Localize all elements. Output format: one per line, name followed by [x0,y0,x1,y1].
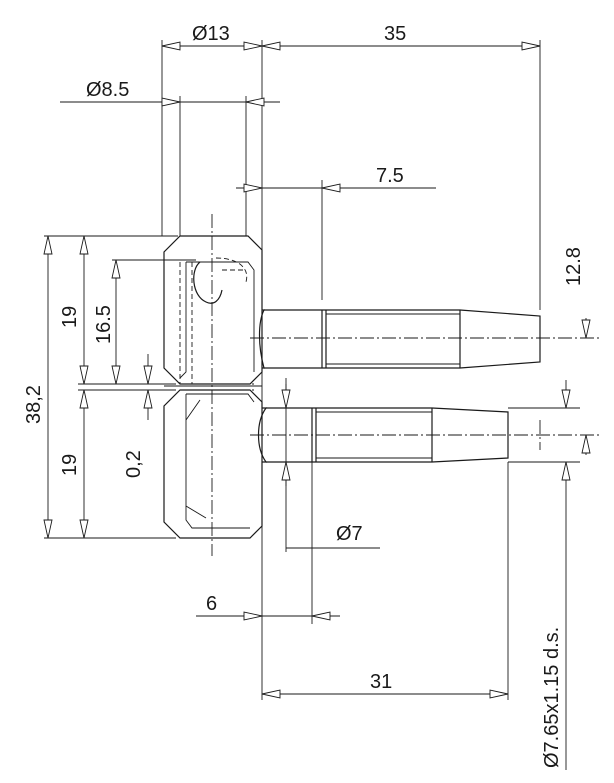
dim-label-12-8: 12.8 [563,247,585,286]
dim-label-d7: Ø7 [336,523,363,545]
dim-label-6: 6 [206,593,217,615]
dimension-lines [43,41,591,770]
dim-label-19-top: 19 [59,306,81,328]
dim-label-16-5: 16.5 [93,305,115,344]
dim-label-thread: Ø7.65x1.15 d.s. [541,627,563,768]
hinge-body [163,235,263,539]
dim-label-38-2: 38,2 [23,385,45,424]
center-lines [211,214,600,556]
dim-label-31: 31 [370,671,392,693]
dim-label-7-5: 7.5 [376,165,404,187]
dim-label-d8-5: Ø8.5 [86,79,129,101]
extension-lines [44,40,580,700]
dim-label-d13: Ø13 [192,23,230,45]
dim-label-35: 35 [384,23,406,45]
upper-threaded-stud [258,309,541,369]
dim-label-19-bottom: 19 [59,454,81,476]
dimension-labels: Ø13 35 Ø8.5 7.5 Ø7 6 31 12.8 19 16.5 38,… [23,23,585,768]
dim-label-0-2: 0,2 [123,450,145,478]
